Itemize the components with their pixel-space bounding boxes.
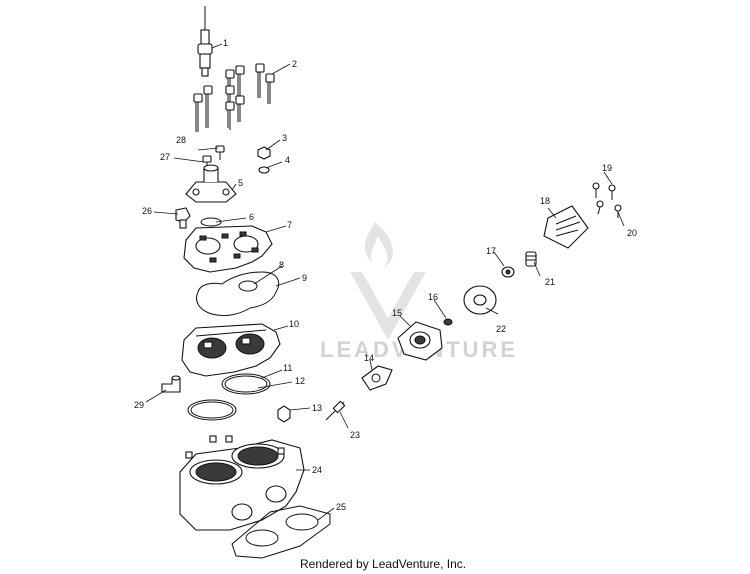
callout-14: 14 — [364, 353, 374, 363]
callout-25: 25 — [336, 502, 346, 512]
callout-8: 8 — [279, 260, 284, 270]
leader-lines — [145, 43, 625, 521]
part-8-o-ring — [238, 280, 258, 292]
callout-26: 26 — [142, 206, 152, 216]
part-7-cylinder-head-cover — [183, 225, 273, 273]
callout-15: 15 — [392, 308, 402, 318]
callout-6: 6 — [249, 212, 254, 222]
part-19-screws — [592, 182, 616, 200]
part-26-temp-sensor — [175, 207, 191, 229]
part-14-gasket — [361, 365, 393, 391]
callout-23: 23 — [350, 430, 360, 440]
callout-4: 4 — [285, 155, 290, 165]
part-12-o-ring — [187, 399, 237, 421]
callout-27: 27 — [160, 152, 170, 162]
part-9-head-gasket — [196, 271, 280, 317]
callout-29: 29 — [134, 400, 144, 410]
callout-3: 3 — [282, 133, 287, 143]
part-13-nut — [277, 405, 291, 423]
callout-2: 2 — [292, 59, 297, 69]
part-11-o-ring — [221, 373, 271, 395]
part-29-elbow-fitting — [161, 375, 181, 393]
callout-1: 1 — [223, 38, 228, 48]
part-22-impeller — [463, 285, 497, 315]
part-1-sensor — [197, 6, 213, 77]
callout-5: 5 — [238, 178, 243, 188]
callout-16: 16 — [428, 292, 438, 302]
part-16-seal — [443, 318, 453, 326]
callout-17: 17 — [486, 246, 496, 256]
callout-20: 20 — [627, 228, 637, 238]
part-24-cylinder-block — [179, 435, 305, 531]
callout-10: 10 — [289, 319, 299, 329]
part-6-o-ring — [200, 217, 222, 227]
rendered-by-credit: Rendered by LeadVenture, Inc. — [300, 557, 466, 571]
callout-19: 19 — [602, 163, 612, 173]
part-5-thermostat-housing — [185, 164, 237, 203]
part-3-nut — [257, 146, 271, 160]
part-25-base-gasket — [231, 505, 331, 559]
part-4-washer — [258, 166, 270, 174]
part-17-bearing — [501, 266, 515, 278]
part-21-spring — [525, 251, 537, 267]
part-18-pump-cover — [543, 205, 589, 249]
callout-18: 18 — [540, 196, 550, 206]
part-2-head-bolts — [193, 63, 275, 132]
part-23-shaft — [325, 400, 346, 421]
callout-22: 22 — [496, 324, 506, 334]
callout-12: 12 — [295, 376, 305, 386]
callout-13: 13 — [312, 403, 322, 413]
callout-11: 11 — [283, 363, 292, 373]
callout-9: 9 — [302, 273, 307, 283]
callout-labels: 1 2 3 4 5 6 7 8 9 10 11 12 13 14 15 16 1… — [134, 38, 637, 512]
part-20-screws — [596, 200, 622, 218]
callout-21: 21 — [545, 277, 555, 287]
part-28-bolt — [215, 145, 225, 160]
callout-7: 7 — [287, 220, 292, 230]
part-15-pump-housing — [397, 321, 443, 361]
callout-28: 28 — [176, 135, 186, 145]
callout-24: 24 — [312, 465, 322, 475]
part-10-cylinder-head — [181, 323, 281, 377]
